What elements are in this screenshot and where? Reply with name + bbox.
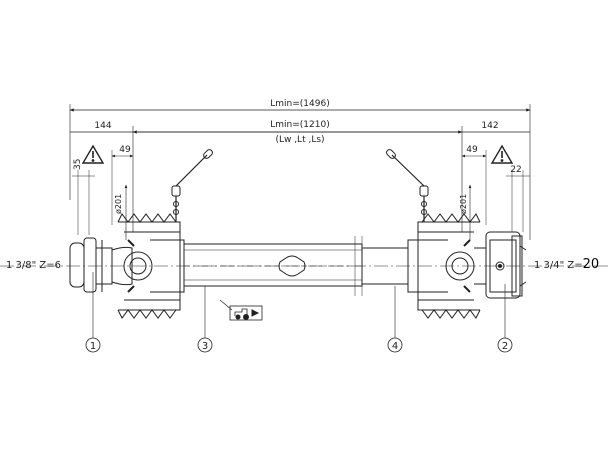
balloon-2-label: 2 <box>502 341 508 352</box>
left-hub-dimension: 35 <box>72 159 95 235</box>
warning-triangle-icon <box>490 144 514 164</box>
right-guard <box>407 213 481 319</box>
outer-tube <box>183 243 363 287</box>
left-diameter-label: ø201 <box>114 194 123 214</box>
right-diameter-dimension: ø201 <box>459 184 472 240</box>
right-hub-dimension: 22 <box>506 165 530 232</box>
left-shaft-spec: 1 3/8" Z=6 <box>6 260 61 271</box>
balloon-1 <box>85 337 101 353</box>
right-guard-dimension: 49 <box>461 145 487 225</box>
warning-triangle-icon <box>81 144 105 164</box>
left-safety-chain <box>171 149 213 222</box>
balloon-4 <box>387 337 403 353</box>
balloon-1-label: 1 <box>90 341 96 352</box>
right-hub-label: 22 <box>510 165 521 175</box>
balloon-3-label: 3 <box>202 341 208 352</box>
left-shaft-spline: 6 <box>55 260 61 271</box>
tube-length-label: Lmin=(1210) <box>270 120 329 130</box>
right-safety-chain <box>386 149 429 222</box>
tractor-icon <box>219 299 263 321</box>
left-offset-label: 144 <box>94 121 111 131</box>
right-guard-label: 49 <box>466 145 478 155</box>
tube-length-dimension: Lmin=(1210) (Lw ,Lt ,Ls) 144 142 <box>70 120 530 232</box>
right-implement-yoke <box>445 231 527 299</box>
tube-profile <box>278 255 306 277</box>
tube-length-note: (Lw ,Lt ,Ls) <box>275 135 324 145</box>
balloon-2 <box>497 337 513 353</box>
left-hub-label: 35 <box>73 159 83 170</box>
balloon-3 <box>197 337 213 353</box>
right-offset-label: 142 <box>481 121 498 131</box>
left-guard-label: 49 <box>119 145 131 155</box>
right-shaft-spec: 1 3/4" Z=20 <box>534 257 599 272</box>
left-guard <box>117 213 185 319</box>
right-shaft-spline: 20 <box>583 257 600 272</box>
right-shaft-spec-prefix: 1 3/4" Z= <box>534 260 583 271</box>
overall-length-dimension: Lmin=(1496) <box>69 99 531 240</box>
left-tractor-yoke <box>69 237 153 293</box>
overall-length-label: Lmin=(1496) <box>270 99 329 109</box>
left-guard-dimension: 49 <box>111 145 134 225</box>
right-diameter-label: ø201 <box>459 194 468 214</box>
balloon-4-label: 4 <box>392 341 398 352</box>
left-diameter-dimension: ø201 <box>114 184 128 240</box>
left-shaft-spec-prefix: 1 3/8" Z= <box>6 260 55 271</box>
